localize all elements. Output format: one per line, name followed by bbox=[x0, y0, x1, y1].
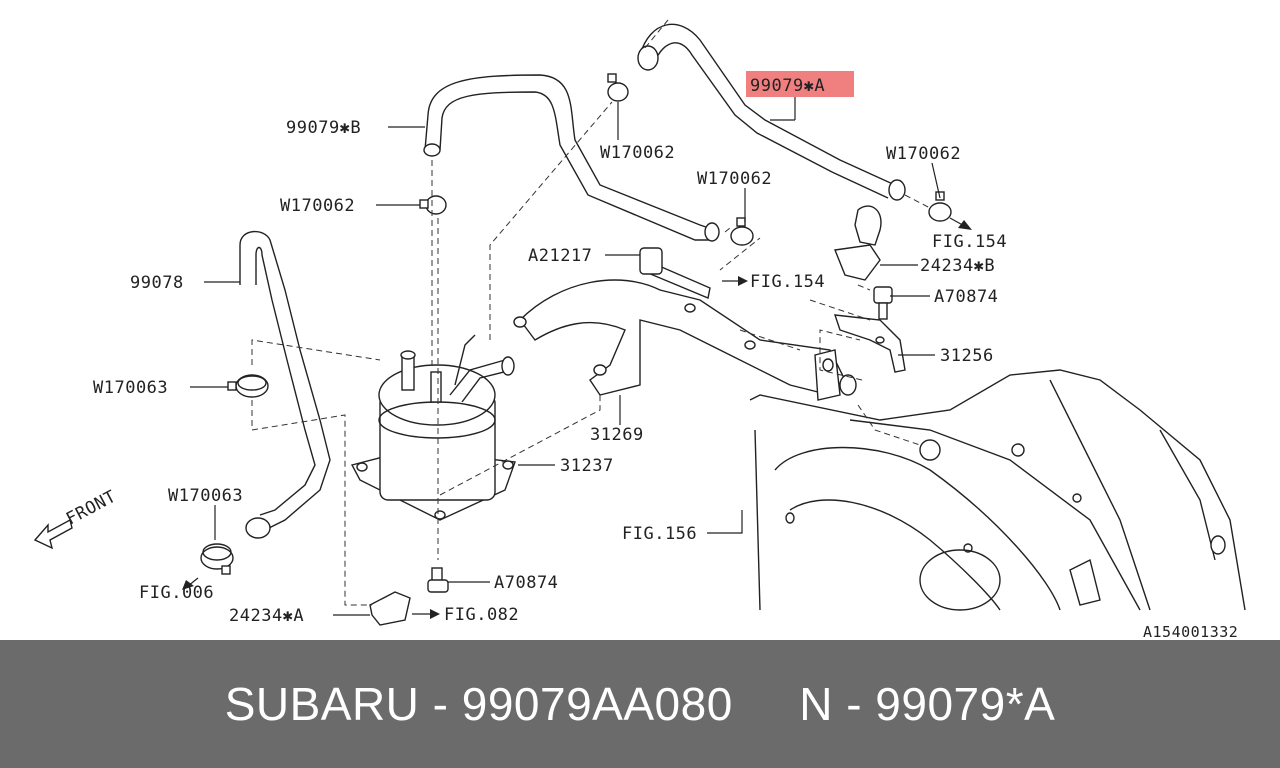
clip-w170062-left[interactable] bbox=[419, 195, 447, 215]
arrow-fig006 bbox=[182, 577, 199, 590]
label-fig082[interactable]: FIG.082 bbox=[444, 605, 519, 625]
leader-lines bbox=[190, 97, 941, 616]
hose-99079a[interactable] bbox=[637, 23, 906, 201]
clamp-24234a[interactable] bbox=[369, 591, 411, 626]
label-99078[interactable]: 99078 bbox=[130, 273, 184, 293]
clip-w170063-lower[interactable] bbox=[200, 543, 234, 575]
highlight-99079a bbox=[746, 71, 854, 97]
transmission-housing bbox=[749, 369, 1246, 611]
bracket-31269[interactable] bbox=[513, 279, 857, 401]
arrow-fig154-top bbox=[949, 217, 972, 230]
label-w170062-top[interactable]: W170062 bbox=[600, 143, 675, 163]
label-a70874-bottom[interactable]: A70874 bbox=[494, 573, 558, 593]
label-fig154-mid[interactable]: FIG.154 bbox=[750, 272, 825, 292]
label-31256[interactable]: 31256 bbox=[940, 346, 994, 366]
label-31237[interactable]: 31237 bbox=[560, 456, 614, 476]
arrow-fig154-mid bbox=[722, 276, 748, 286]
oil-cooler-31237[interactable] bbox=[350, 334, 516, 521]
label-a21217[interactable]: A21217 bbox=[528, 246, 592, 266]
label-fig156[interactable]: FIG.156 bbox=[622, 524, 697, 544]
clamp-24234b[interactable] bbox=[834, 205, 882, 281]
bolt-a21217[interactable] bbox=[639, 247, 711, 299]
label-w170062-mid[interactable]: W170062 bbox=[697, 169, 772, 189]
front-indicator: FRONT bbox=[33, 487, 120, 550]
label-31269[interactable]: 31269 bbox=[590, 425, 644, 445]
label-99079b[interactable]: 99079✱B bbox=[286, 118, 361, 138]
label-w170063-lower[interactable]: W170063 bbox=[168, 486, 243, 506]
label-24234b[interactable]: 24234✱B bbox=[920, 256, 995, 276]
hose-99079b[interactable] bbox=[423, 74, 720, 242]
hose-99078[interactable] bbox=[239, 230, 331, 539]
label-w170062-left[interactable]: W170062 bbox=[280, 196, 355, 216]
label-w170062-right[interactable]: W170062 bbox=[886, 144, 961, 164]
bolt-a70874-top[interactable] bbox=[873, 286, 893, 320]
label-a70874-top[interactable]: A70874 bbox=[934, 287, 998, 307]
assembly-dashed-lines bbox=[251, 19, 931, 606]
label-24234a[interactable]: 24234✱A bbox=[229, 606, 304, 626]
label-w170063-upper[interactable]: W170063 bbox=[93, 378, 168, 398]
label-fig006[interactable]: FIG.006 bbox=[139, 583, 214, 603]
arrow-fig082 bbox=[412, 609, 440, 619]
front-label: FRONT bbox=[63, 487, 120, 530]
part-number-footer: SUBARU - 99079AA080 N - 99079*A bbox=[0, 640, 1280, 768]
label-99079a[interactable]: 99079✱A bbox=[750, 76, 825, 96]
clip-w170062-mid[interactable] bbox=[730, 217, 754, 246]
parts-diagram: FRONT 99079✱A 99079✱B W170062 W170062 W1… bbox=[33, 19, 1246, 640]
footer-part-number-text: SUBARU - 99079AA080 N - 99079*A bbox=[224, 678, 1056, 730]
bolt-a70874-bottom[interactable] bbox=[427, 567, 449, 593]
label-fig154-top[interactable]: FIG.154 bbox=[932, 232, 1007, 252]
diagram-code: A154001332 bbox=[1143, 623, 1238, 640]
bracket-31256[interactable] bbox=[833, 314, 906, 373]
clip-w170063-upper[interactable] bbox=[227, 374, 269, 398]
clip-w170062-top[interactable] bbox=[607, 73, 629, 102]
